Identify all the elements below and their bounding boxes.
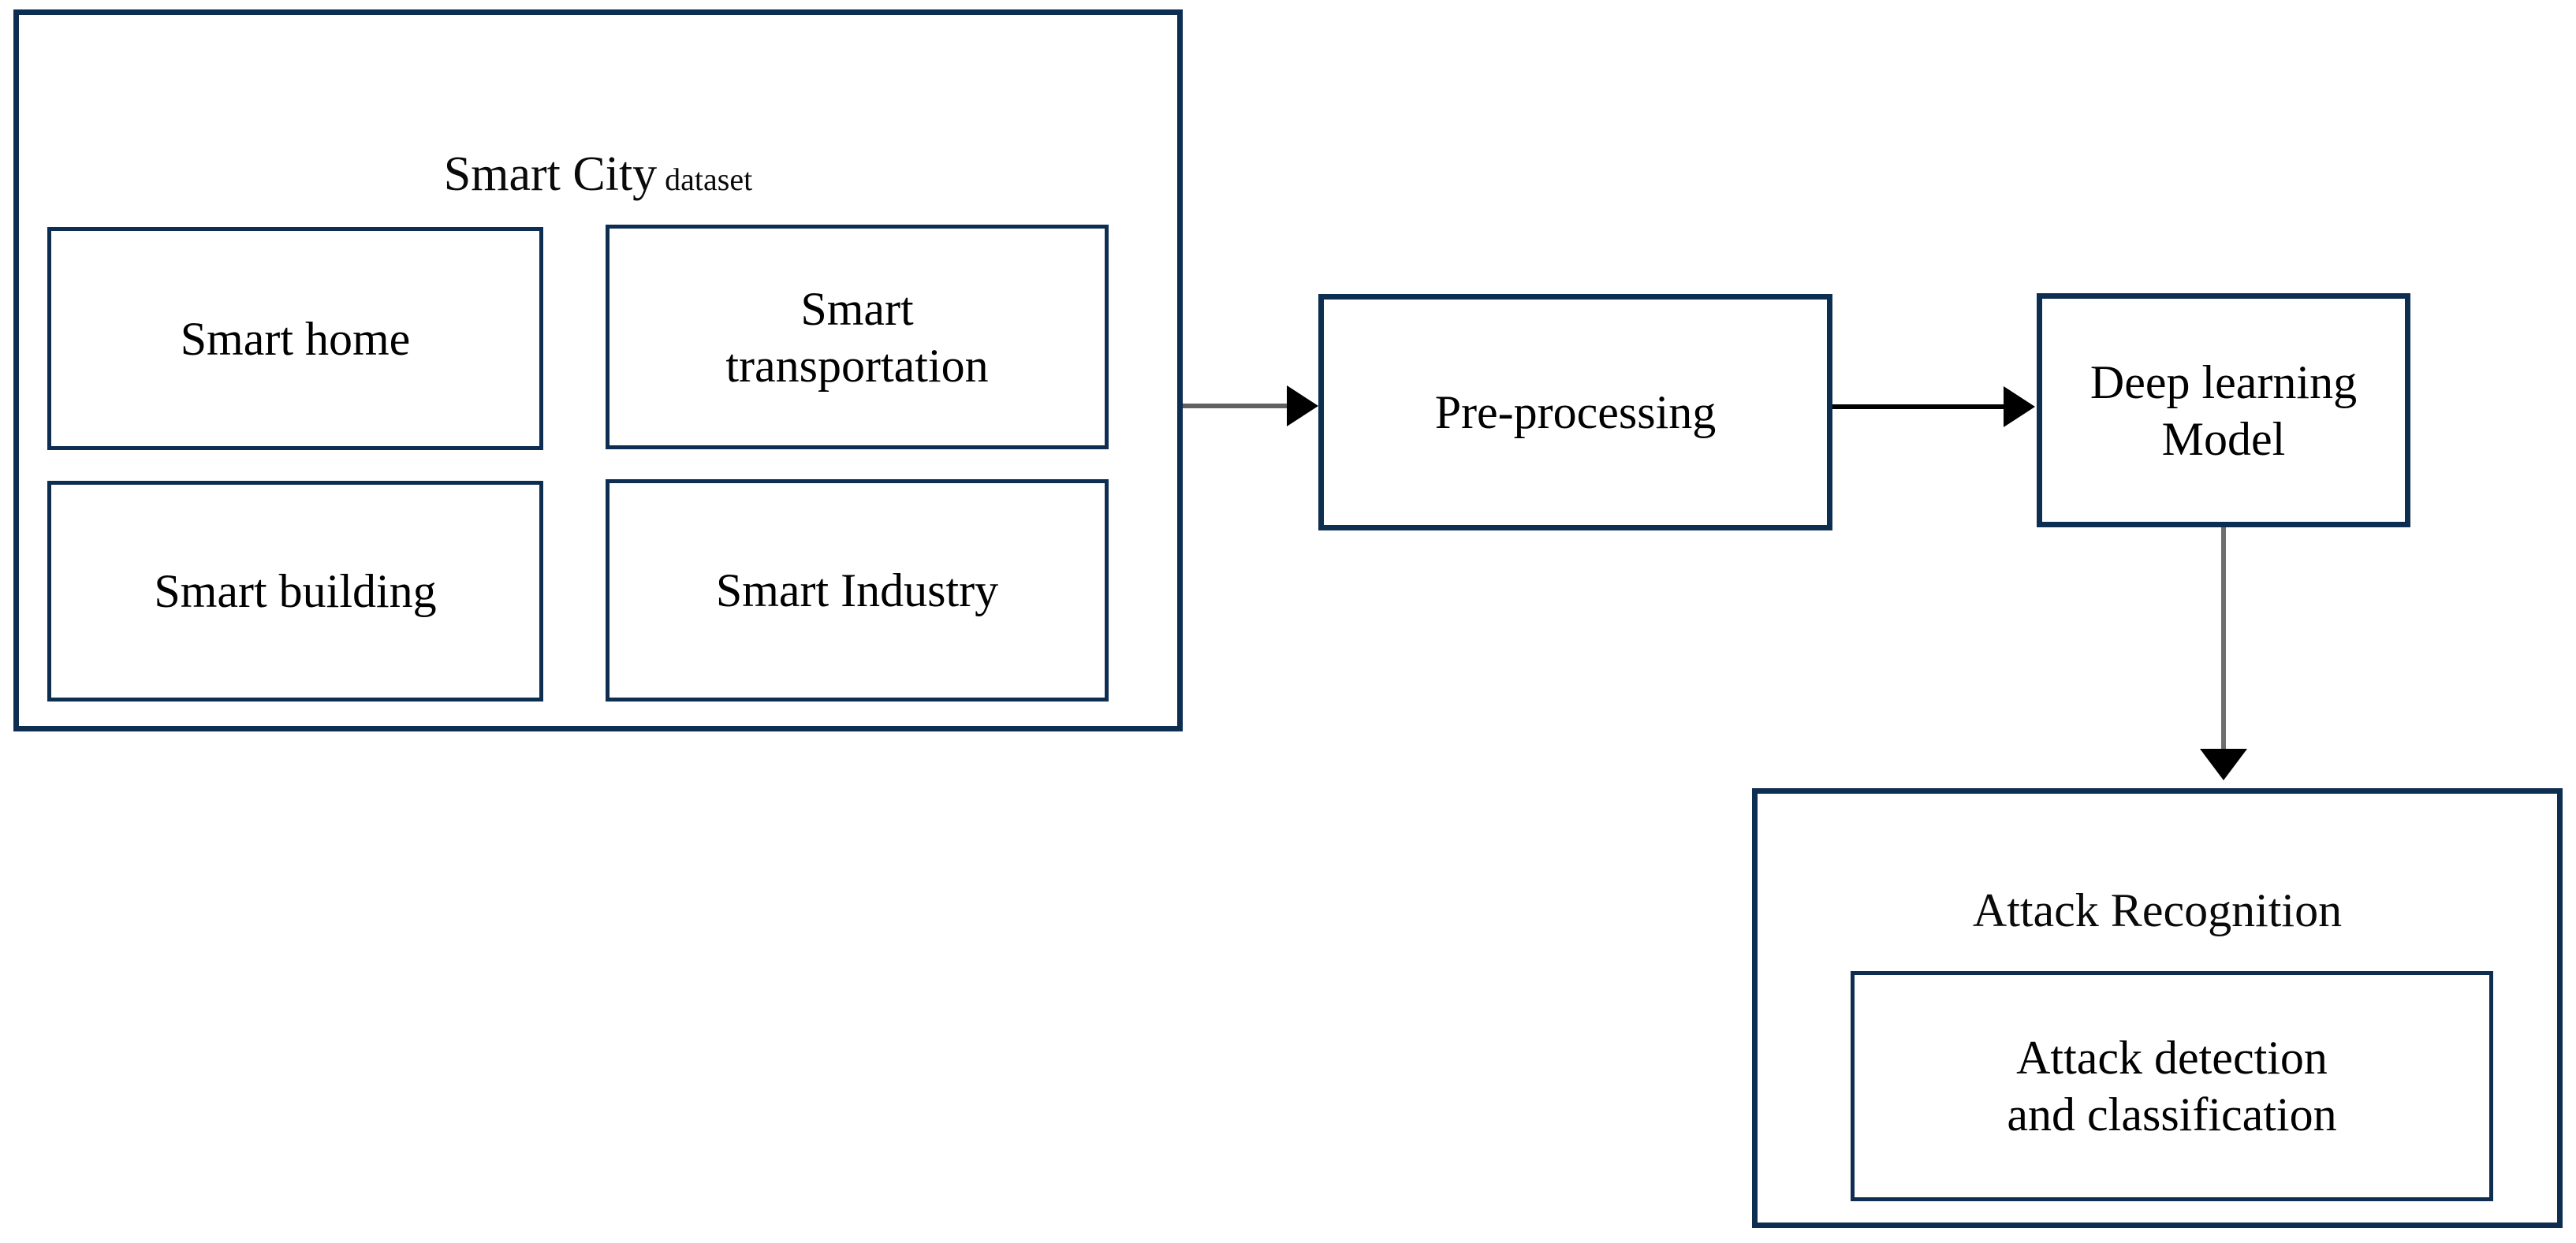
box-smart-transportation-label: Smart transportation	[725, 282, 989, 392]
smart-city-title-main: Smart City	[443, 147, 658, 201]
box-smart-building-label: Smart building	[154, 565, 437, 617]
arrow-head-right-icon	[1287, 385, 1318, 426]
attack-recognition-title: Attack Recognition	[1972, 884, 2343, 936]
box-attack-detection-label: Attack detection and classification	[2007, 1032, 2337, 1141]
smart-city-title-suffix: dataset	[657, 162, 753, 197]
box-attack-detection-and-classification[interactable]: Attack detection and classification	[1851, 971, 2493, 1201]
box-smart-industry-label: Smart Industry	[715, 564, 999, 616]
box-smart-home[interactable]: Smart home	[47, 227, 543, 450]
box-smart-home-label: Smart home	[180, 312, 411, 365]
box-smart-transportation[interactable]: Smart transportation	[606, 225, 1109, 449]
box-smart-industry[interactable]: Smart Industry	[606, 479, 1109, 702]
box-smart-building[interactable]: Smart building	[47, 481, 543, 702]
box-deep-learning-model[interactable]: Deep learning Model	[2037, 293, 2410, 527]
arrow-shaft	[2221, 527, 2226, 754]
smart-city-dataset-title: Smart City dataset	[13, 146, 1183, 203]
arrow-head-down-icon	[2200, 749, 2247, 780]
box-deep-learning-model-label: Deep learning Model	[2090, 355, 2358, 465]
arrow-head-right-icon	[2004, 386, 2035, 427]
arrow-shaft	[1183, 404, 1292, 408]
box-pre-processing[interactable]: Pre-processing	[1318, 294, 1832, 530]
arrow-shaft	[1832, 404, 2007, 409]
box-pre-processing-label: Pre-processing	[1434, 386, 1717, 438]
